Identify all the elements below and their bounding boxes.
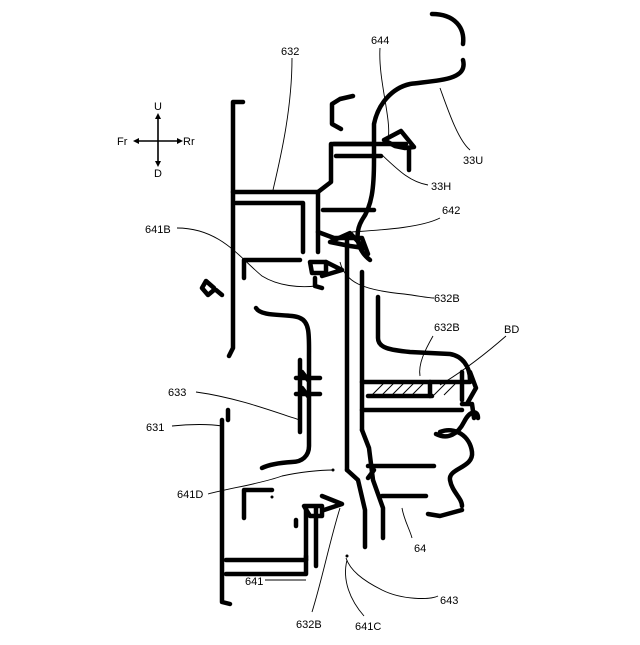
compass-rear-label: Rr <box>183 136 195 148</box>
front-panel-lower <box>222 410 306 604</box>
central-pillar <box>347 236 383 547</box>
label-641: 641 <box>245 576 263 588</box>
bd-hatching <box>372 383 456 395</box>
compass-front-label: Fr <box>117 136 128 148</box>
label-BD: BD <box>504 324 519 336</box>
label-632-top: 632 <box>281 46 299 58</box>
rail-BD <box>362 297 478 516</box>
label-33H: 33H <box>431 181 451 193</box>
label-642: 642 <box>442 205 460 217</box>
top-clip <box>332 96 353 129</box>
weatherstrip-33U <box>358 14 464 260</box>
front-panel-upper <box>202 102 243 356</box>
label-633: 633 <box>168 387 186 399</box>
garnish-633 <box>256 308 320 468</box>
label-641C: 641C <box>355 621 381 633</box>
clip-641D <box>244 490 296 526</box>
label-631: 631 <box>146 422 164 434</box>
label-632B-right: 632B <box>434 322 460 334</box>
label-641D: 641D <box>177 489 203 501</box>
label-632B-mid: 632B <box>434 293 460 305</box>
label-632B-bottom: 632B <box>296 619 322 631</box>
label-33U: 33U <box>463 155 483 167</box>
label-641B: 641B <box>145 224 171 236</box>
label-644: 644 <box>371 35 389 47</box>
compass-down-label: D <box>154 168 162 180</box>
label-64: 64 <box>414 543 426 555</box>
compass-up-label: U <box>154 101 162 113</box>
label-643: 643 <box>440 595 458 607</box>
clip-641B <box>244 260 342 288</box>
direction-compass: U D Fr Rr <box>117 101 195 180</box>
clip-632B-lower <box>304 496 342 566</box>
